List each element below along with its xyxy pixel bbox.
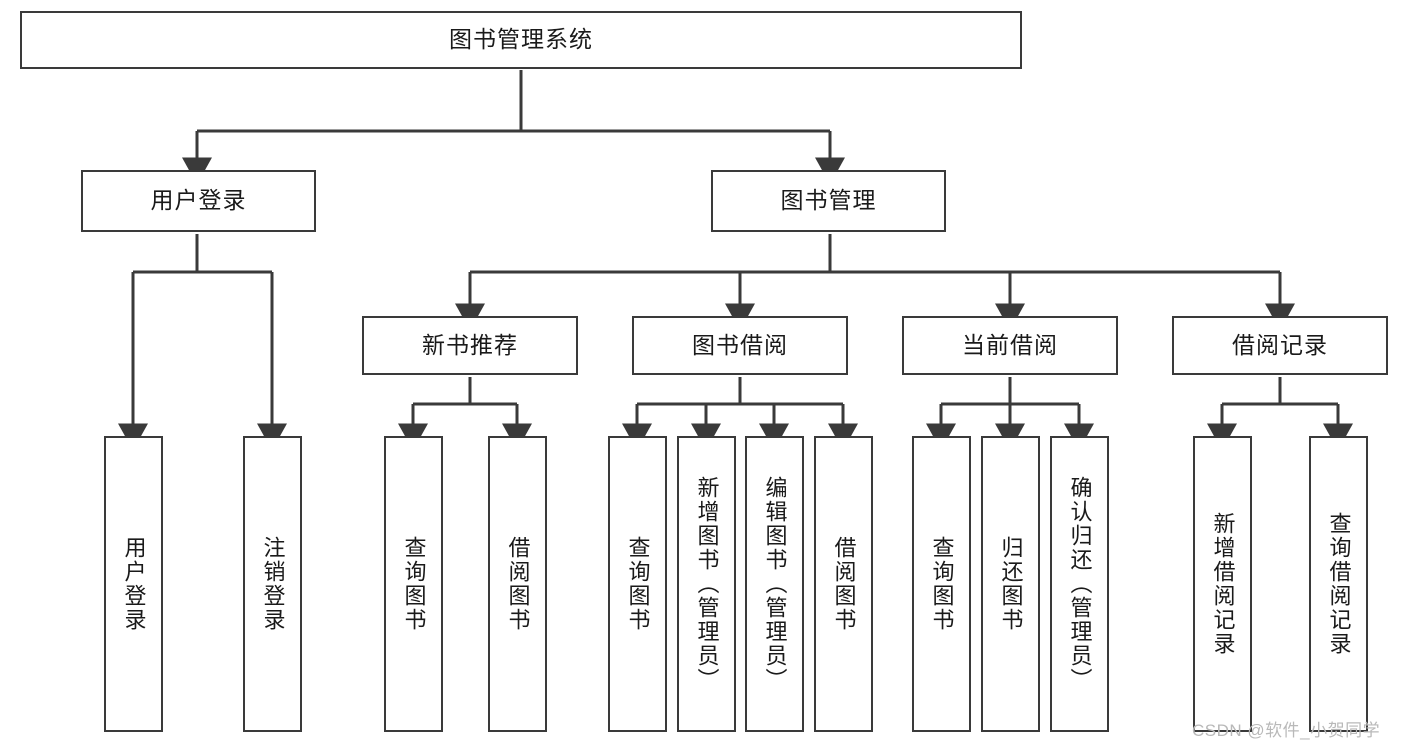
node-leaf-add-book[interactable]: 新增图书（管理员） — [677, 436, 736, 732]
node-leaf-query-book-3-label: 查询图书 — [929, 536, 955, 632]
node-leaf-user-login-label: 用户登录 — [121, 536, 147, 632]
node-book-management[interactable]: 图书管理 — [711, 170, 946, 232]
node-leaf-add-record-label: 新增借阅记录 — [1210, 512, 1236, 656]
node-leaf-confirm-return-label: 确认归还（管理员） — [1067, 476, 1093, 692]
node-borrow-record[interactable]: 借阅记录 — [1172, 316, 1388, 375]
node-leaf-query-record-label: 查询借阅记录 — [1326, 512, 1352, 656]
csdn-watermark: CSDN @软件_小贺同学 — [1192, 721, 1381, 740]
node-current-borrow-label: 当前借阅 — [962, 331, 1058, 358]
node-user-login-label: 用户登录 — [150, 187, 247, 214]
node-leaf-return-book[interactable]: 归还图书 — [981, 436, 1040, 732]
node-leaf-user-login[interactable]: 用户登录 — [104, 436, 163, 732]
node-leaf-add-record[interactable]: 新增借阅记录 — [1193, 436, 1252, 732]
node-leaf-return-book-label: 归还图书 — [998, 536, 1024, 632]
node-leaf-query-book-3[interactable]: 查询图书 — [912, 436, 971, 732]
node-leaf-edit-book-label: 编辑图书（管理员） — [762, 476, 788, 692]
node-new-book-recommend-label: 新书推荐 — [422, 331, 518, 358]
node-root[interactable]: 图书管理系统 — [20, 11, 1022, 69]
node-book-borrow[interactable]: 图书借阅 — [632, 316, 848, 375]
node-leaf-query-book-2[interactable]: 查询图书 — [608, 436, 667, 732]
node-leaf-query-book-1[interactable]: 查询图书 — [384, 436, 443, 732]
node-book-borrow-label: 图书借阅 — [692, 331, 788, 358]
node-user-login[interactable]: 用户登录 — [81, 170, 316, 232]
node-leaf-add-book-label: 新增图书（管理员） — [694, 476, 720, 692]
node-leaf-query-record[interactable]: 查询借阅记录 — [1309, 436, 1368, 732]
node-book-management-label: 图书管理 — [780, 187, 877, 214]
node-leaf-borrow-book-2[interactable]: 借阅图书 — [814, 436, 873, 732]
node-leaf-confirm-return[interactable]: 确认归还（管理员） — [1050, 436, 1109, 732]
node-new-book-recommend[interactable]: 新书推荐 — [362, 316, 578, 375]
node-leaf-query-book-1-label: 查询图书 — [401, 536, 427, 632]
node-current-borrow[interactable]: 当前借阅 — [902, 316, 1118, 375]
node-leaf-query-book-2-label: 查询图书 — [625, 536, 651, 632]
node-leaf-user-logout-label: 注销登录 — [260, 536, 286, 632]
node-leaf-borrow-book-2-label: 借阅图书 — [831, 536, 857, 632]
node-borrow-record-label: 借阅记录 — [1232, 331, 1328, 358]
node-leaf-edit-book[interactable]: 编辑图书（管理员） — [745, 436, 804, 732]
node-leaf-user-logout[interactable]: 注销登录 — [243, 436, 302, 732]
node-leaf-borrow-book-1-label: 借阅图书 — [505, 536, 531, 632]
node-root-label: 图书管理系统 — [449, 26, 593, 53]
node-leaf-borrow-book-1[interactable]: 借阅图书 — [488, 436, 547, 732]
